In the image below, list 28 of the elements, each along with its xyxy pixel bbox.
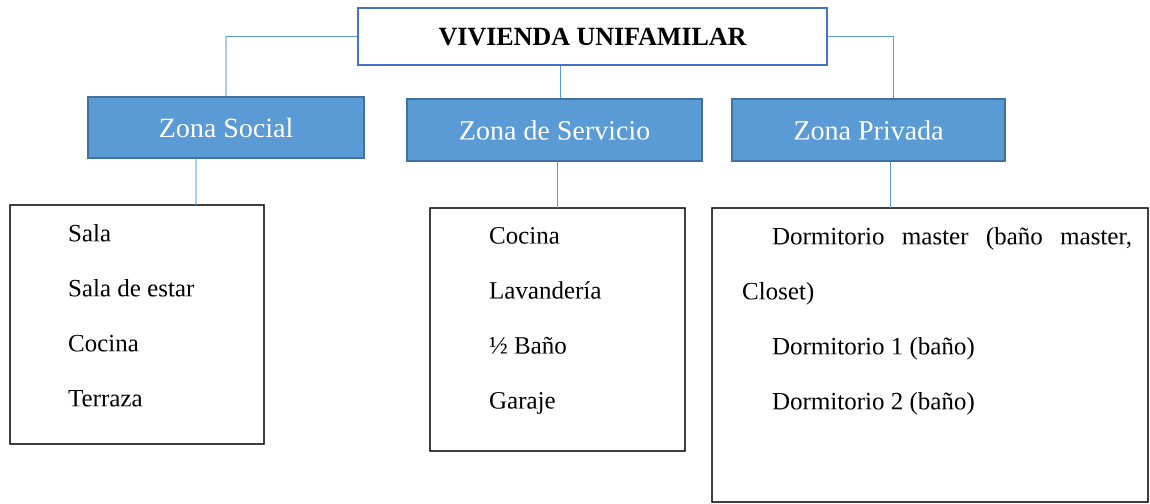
zone-label: Zona Social: [160, 117, 293, 138]
zone-box: [87, 96, 365, 159]
zone-box: [406, 98, 703, 162]
connector-line: [560, 65, 561, 99]
list-box: [429, 207, 686, 452]
list-item: Dormitorio 2 (baño): [772, 392, 974, 415]
zone-label: Zona de Servicio: [460, 120, 650, 140]
zone-box: [731, 98, 1006, 162]
zone-label: Zona Privada: [794, 120, 944, 140]
list-item: Dormitorio master (baño master, Closet): [743, 227, 1131, 305]
list-item: Garaje: [490, 392, 555, 414]
list-box: [711, 207, 1149, 503]
list-box: [9, 204, 265, 445]
list-item: Lavandería: [489, 281, 602, 299]
connector-line: [827, 36, 894, 99]
title-text: VIVIENDA UNIFAMILAR: [438, 27, 747, 46]
list-item: Cocina: [490, 227, 560, 244]
title-box: [357, 7, 828, 66]
list-item: Terraza: [68, 390, 143, 407]
list-item: Cocina: [69, 334, 139, 352]
list-item: Sala de estar: [69, 279, 195, 297]
list-item: ½ Baño: [489, 336, 566, 354]
list-item: Dormitorio 1 (baño): [772, 337, 974, 360]
list-item: Sala: [69, 224, 111, 242]
connector-line: [557, 161, 558, 209]
connector-line: [225, 36, 358, 97]
connector-line: [890, 161, 891, 209]
connector-line: [195, 158, 197, 206]
